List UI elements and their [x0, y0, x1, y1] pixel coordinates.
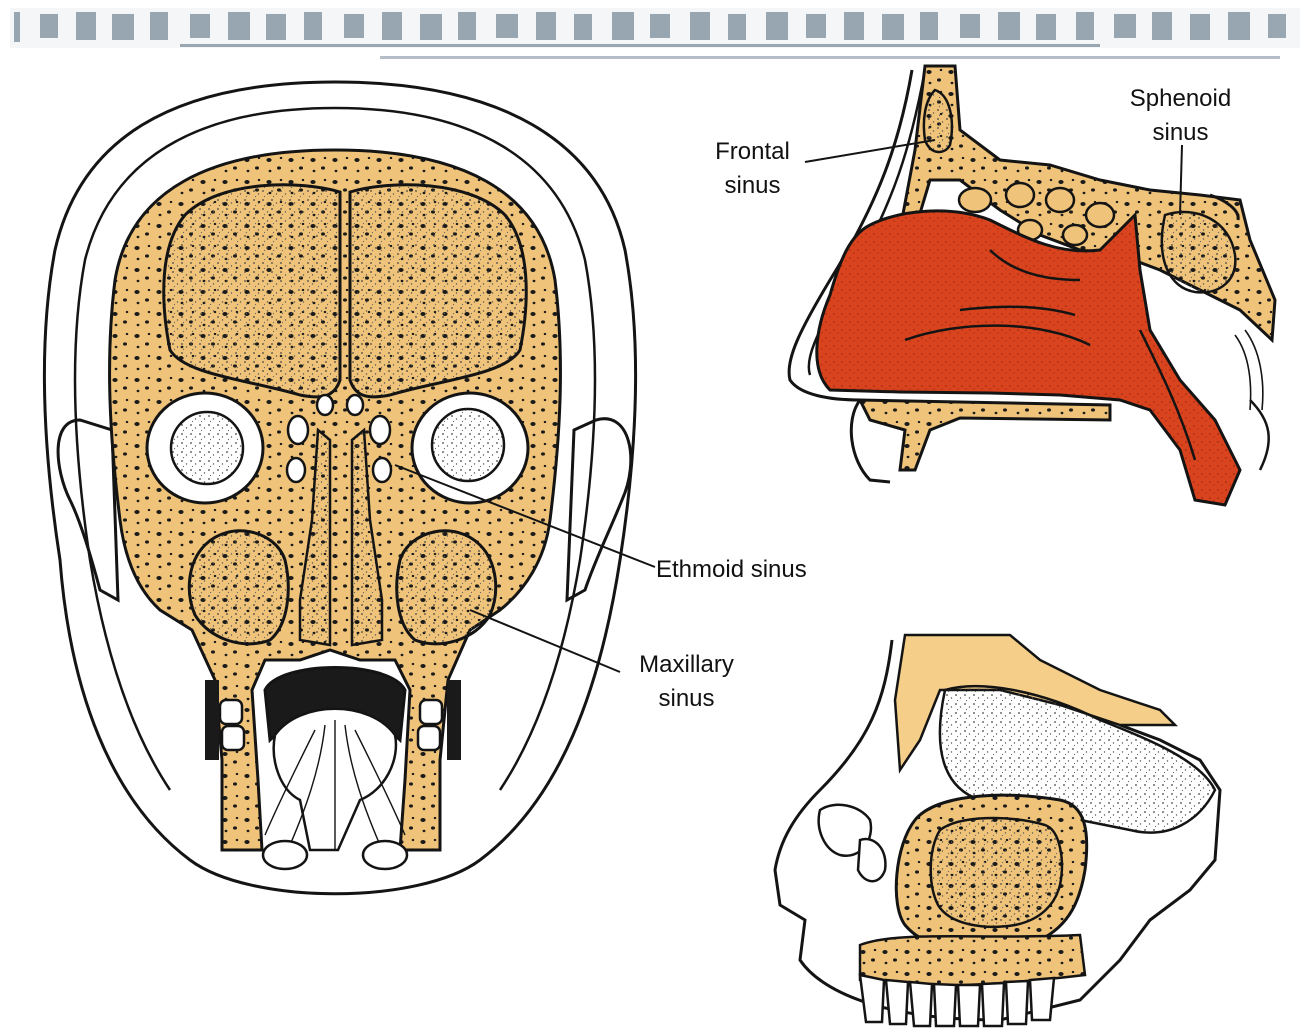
right-eyeball — [432, 409, 504, 481]
hard-palate — [860, 400, 1110, 470]
maxillary-sinus-left — [189, 531, 288, 644]
frontal-label-line2: sinus — [700, 169, 805, 203]
frontal-sinus-left — [164, 185, 340, 397]
sphenoid-label-line2: sinus — [1118, 116, 1243, 150]
sphenoid-sinus-label: Sphenoid sinus — [1118, 82, 1243, 150]
lateral-maxillary-figure — [775, 635, 1220, 1026]
maxillary-label-line2: sinus — [624, 682, 749, 716]
sphenoid-label-line1: Sphenoid — [1118, 82, 1243, 116]
ethmoid-label-line1: Ethmoid sinus — [656, 553, 834, 587]
header-strip-artifact — [10, 8, 1300, 59]
maxillary-sinus-lateral — [931, 818, 1062, 927]
coronal-section-figure — [44, 82, 635, 894]
maxillary-label-line1: Maxillary — [624, 648, 749, 682]
frontal-sinus-right — [350, 185, 526, 397]
maxillary-sinus-label: Maxillary sinus — [624, 648, 749, 716]
frontal-label-line1: Frontal — [700, 135, 805, 169]
maxillary-sinus-right — [397, 531, 496, 644]
left-eyeball — [171, 412, 243, 484]
ethmoid-sinus-label: Ethmoid sinus — [656, 553, 834, 587]
frontal-sinus-label: Frontal sinus — [700, 135, 805, 203]
